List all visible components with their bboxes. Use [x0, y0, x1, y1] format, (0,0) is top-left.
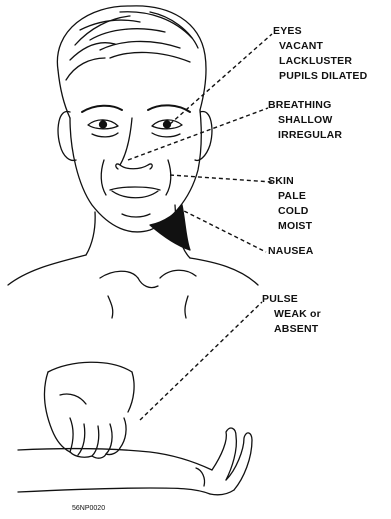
- leader-nausea: [178, 208, 266, 252]
- breathing-item-shallow: SHALLOW: [278, 113, 332, 128]
- eyes-heading: EYES: [273, 24, 302, 39]
- eyes-item-pupils-dilated: PUPILS DILATED: [279, 69, 367, 84]
- eyes-item-lackluster: LACKLUSTER: [279, 54, 352, 69]
- skin-item-cold: COLD: [278, 204, 309, 219]
- pulse-item-weak: WEAK or: [274, 307, 321, 322]
- leader-breathing: [128, 108, 268, 160]
- leader-lines: [128, 34, 272, 420]
- leader-eyes: [170, 34, 272, 124]
- hand-taking-pulse-drawing: [45, 362, 135, 458]
- leader-skin: [170, 175, 272, 182]
- leader-pulse: [140, 302, 262, 420]
- face-drawing: [58, 105, 212, 232]
- skin-item-pale: PALE: [278, 189, 306, 204]
- pulse-heading: PULSE: [262, 292, 298, 307]
- breathing-item-irregular: IRREGULAR: [278, 128, 342, 143]
- hair-drawing: [57, 6, 206, 118]
- skin-item-moist: MOIST: [278, 219, 312, 234]
- breathing-heading: BREATHING: [268, 98, 331, 113]
- wrist-drawing: [18, 428, 252, 495]
- figure-code: 56NP0020: [72, 505, 105, 512]
- neck-shoulders-drawing: [8, 205, 258, 318]
- nausea-heading: NAUSEA: [268, 244, 314, 259]
- pulse-item-absent: ABSENT: [274, 322, 318, 337]
- skin-heading: SKIN: [268, 174, 294, 189]
- eyes-item-vacant: VACANT: [279, 39, 323, 54]
